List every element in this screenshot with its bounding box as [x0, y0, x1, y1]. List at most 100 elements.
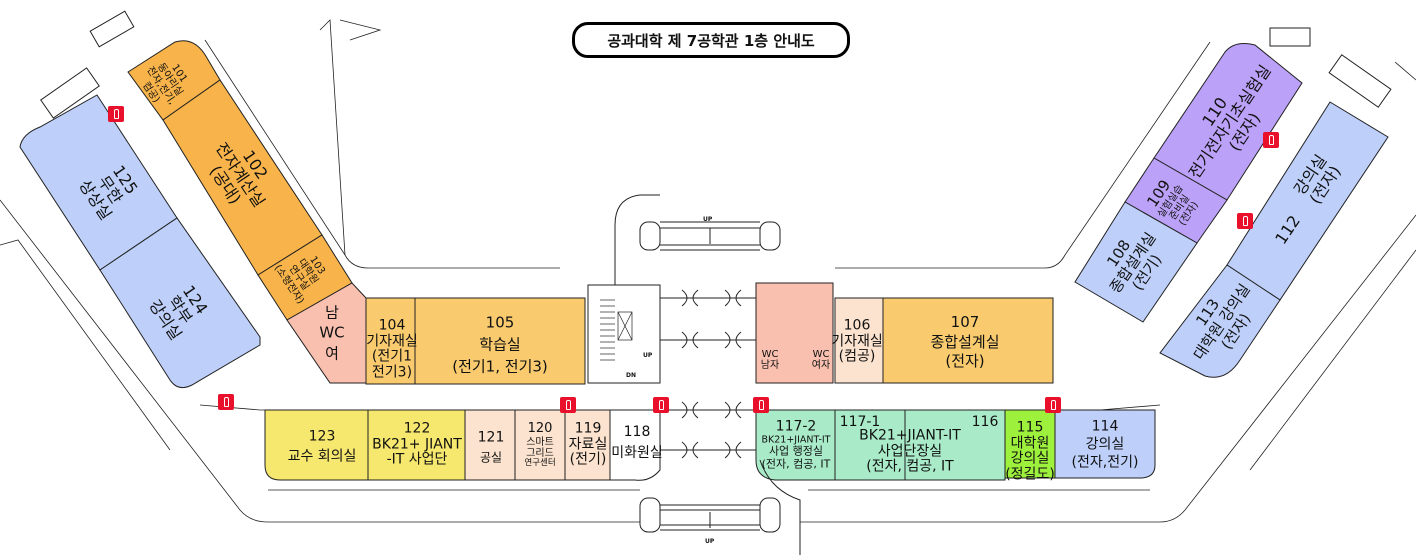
room-name: -IT 사업단	[386, 451, 448, 468]
room-117-2[interactable]: 117-2 BK21+JIANT-IT 사업 행정실 (전자, 컴공, IT	[761, 418, 831, 471]
room-121-shape	[464, 409, 516, 481]
room-name: 대학원	[1010, 435, 1050, 452]
room-106[interactable]: 106 기자재실 (컴공)	[831, 318, 883, 365]
room-dept: (컴공)	[838, 348, 876, 365]
room-name: 학습실	[479, 335, 521, 354]
room-116[interactable]: 116	[971, 414, 999, 431]
room-number: 114	[1091, 418, 1119, 435]
room-120-shape	[514, 409, 566, 481]
room-117-1-shape	[834, 409, 906, 481]
room-105[interactable]: 105 학습실 (전기1, 전기3)	[452, 312, 548, 377]
room-106-shape	[834, 297, 884, 384]
room-dept: 전기3)	[371, 364, 413, 381]
room-number: 106	[843, 317, 871, 334]
room-name: 공실	[479, 450, 503, 465]
room-117-1-number: 117-1	[839, 414, 881, 431]
room-name: 연구센터	[524, 457, 556, 468]
restroom-label: WC	[761, 348, 779, 360]
stair-up-label: UP	[643, 352, 653, 359]
room-113-shape	[1159, 264, 1281, 378]
fire-extinguisher-icon	[108, 106, 124, 122]
fire-extinguisher-icon	[653, 397, 669, 413]
room-105-shape	[414, 297, 586, 385]
room-114[interactable]: 114 강의실 (전자,전기)	[1072, 418, 1139, 473]
room-name: 자료실	[568, 436, 608, 453]
room-125-shape	[19, 94, 178, 271]
stair-up-label: UP	[703, 216, 713, 223]
room-dept: (전자, 컴공, IT	[761, 457, 831, 471]
fire-extinguisher-icon	[1237, 213, 1253, 229]
room-name: 기자재실	[366, 333, 418, 350]
restroom-label: WC	[812, 348, 830, 360]
room-number: 107	[950, 312, 980, 331]
room-name: 기자재실	[831, 333, 883, 350]
room-122-shape	[367, 409, 466, 481]
room-dept: (정길도)	[1005, 466, 1055, 483]
room-name: 사업단장실	[877, 443, 943, 460]
room-number: 120	[527, 420, 553, 436]
fire-extinguisher-icon	[1263, 132, 1279, 148]
room-108-shape	[1074, 201, 1198, 323]
room-dept: (전자)	[945, 351, 985, 370]
room-118-shape	[609, 409, 661, 481]
room-104[interactable]: 104 기자재실 (전기1 전기3)	[366, 317, 418, 382]
room-117-1[interactable]: BK21+JIANT-IT 사업단장실 (전자, 컴공, IT	[859, 428, 961, 475]
restroom-male[interactable]: WC 남자	[761, 349, 779, 371]
restroom-female-label: 여	[325, 344, 339, 363]
stair-down-label: DN	[626, 372, 637, 379]
room-dept: (전자, 컴공, IT	[866, 458, 954, 475]
room-123[interactable]: 123 교수 회의실	[288, 427, 357, 466]
stair-up-label: UP	[705, 538, 715, 545]
room-name: 스마트	[526, 436, 554, 448]
room-115[interactable]: 115 대학원 강의실 (정길도)	[1005, 419, 1055, 484]
restroom-female-label: 여자	[811, 360, 831, 371]
room-124-shape	[99, 217, 261, 389]
room-120[interactable]: 120 스마트 그리드 연구센터	[524, 420, 556, 468]
room-107[interactable]: 107 종합설계실 (전자)	[930, 313, 999, 372]
room-117-2-shape	[755, 409, 836, 481]
fire-extinguisher-icon	[218, 394, 234, 410]
room-107-shape	[882, 297, 1054, 384]
wc-right-shape	[755, 282, 834, 384]
room-119-shape	[564, 409, 611, 481]
room-number: 115	[1016, 419, 1044, 436]
room-number: 117-2	[775, 418, 817, 435]
room-name: BK21+JIANT-IT	[859, 427, 961, 444]
fire-extinguisher-icon	[753, 397, 769, 413]
room-name: 그리드	[526, 447, 554, 459]
room-number: 105	[485, 313, 515, 332]
restroom-left[interactable]: 남 WC 여	[319, 303, 344, 364]
room-name: 미화원실	[611, 445, 663, 461]
room-110-shape	[1153, 43, 1303, 201]
room-dept: (전기1	[371, 349, 413, 365]
fire-extinguisher-icon	[560, 397, 576, 413]
room-name: 강의실	[1085, 436, 1125, 453]
room-number: 122	[403, 420, 431, 437]
room-name: 사업 행정실	[768, 444, 824, 458]
fire-extinguisher-icon	[1045, 397, 1061, 413]
room-119[interactable]: 119 자료실 (전기)	[569, 421, 608, 468]
room-101-shape	[127, 40, 221, 121]
restroom-male-label: 남자	[760, 360, 780, 371]
restroom-male-label: 남	[325, 303, 339, 322]
room-114-shape	[1054, 409, 1156, 479]
room-name: 종합설계실	[930, 332, 1000, 351]
room-122[interactable]: 122 BK21+ JIANT -IT 사업단	[372, 421, 462, 468]
room-121[interactable]: 121 공실	[478, 428, 505, 467]
room-number: 119	[574, 420, 602, 437]
room-dept: (전자,전기)	[1071, 455, 1139, 472]
room-115-shape	[1004, 409, 1056, 479]
room-dept: (전기)	[569, 451, 607, 468]
restroom-female[interactable]: WC 여자	[812, 349, 830, 371]
restroom-label: WC	[319, 323, 345, 342]
room-number: 118	[623, 424, 651, 440]
room-118[interactable]: 118 미화원실	[611, 422, 663, 464]
room-name: 강의실	[1010, 451, 1050, 467]
stair-core	[587, 284, 661, 384]
page-title: 공과대학 제 7공학관 1층 안내도	[572, 22, 850, 58]
room-number: 121	[477, 429, 505, 446]
room-name: BK21+JIANT-IT	[761, 434, 831, 446]
stair-steps	[600, 299, 633, 361]
room-number: 104	[378, 317, 406, 334]
